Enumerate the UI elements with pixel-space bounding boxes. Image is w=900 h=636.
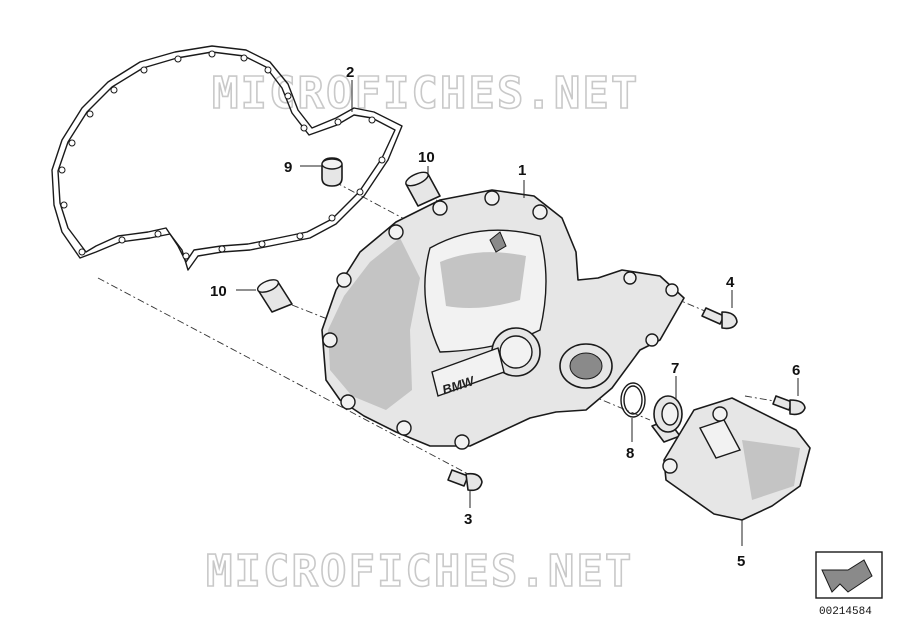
part-6-bolt: [772, 395, 806, 416]
callout-9: 9: [284, 159, 292, 176]
part-10-dowel-lower: [256, 279, 293, 313]
part-8-o-ring: [620, 382, 646, 418]
cover-bolt-bosses: [322, 190, 679, 450]
callout-1: 1: [518, 162, 526, 179]
part-7-plug: [651, 395, 683, 443]
callout-4: 4: [726, 274, 735, 291]
callout-6: 6: [792, 362, 800, 379]
callout-2: 2: [346, 64, 354, 81]
part-9-plug: [321, 157, 343, 187]
part-10-dowel-upper: [405, 171, 441, 207]
callout-10-lower: 10: [210, 283, 227, 300]
part-1-engine-cover: BMW: [321, 189, 685, 450]
callout-10-upper: 10: [418, 149, 435, 166]
gasket-bolt-holes: [58, 50, 386, 260]
callout-5: 5: [737, 553, 745, 570]
callout-7: 7: [671, 360, 679, 377]
gasket: [51, 45, 403, 271]
cover-seal-opening: [559, 343, 613, 389]
orientation-arrow-icon: [821, 559, 873, 593]
part-5-guard: [662, 397, 811, 521]
part-3-bolt: [447, 469, 483, 492]
callouts: 1 2 3 4 5 6 7 8 9 10 10: [210, 64, 800, 570]
diagram-reference-box: 00214584: [815, 551, 883, 618]
callout-8: 8: [626, 445, 634, 462]
part-4-bolt: [701, 307, 738, 330]
watermark-top: MICROFICHES.NET: [212, 68, 639, 119]
watermark-bottom: MICROFICHES.NET: [206, 546, 633, 597]
leader-lines: [236, 80, 799, 546]
callout-3: 3: [464, 511, 472, 528]
diagram-code: 00214584: [819, 606, 872, 618]
